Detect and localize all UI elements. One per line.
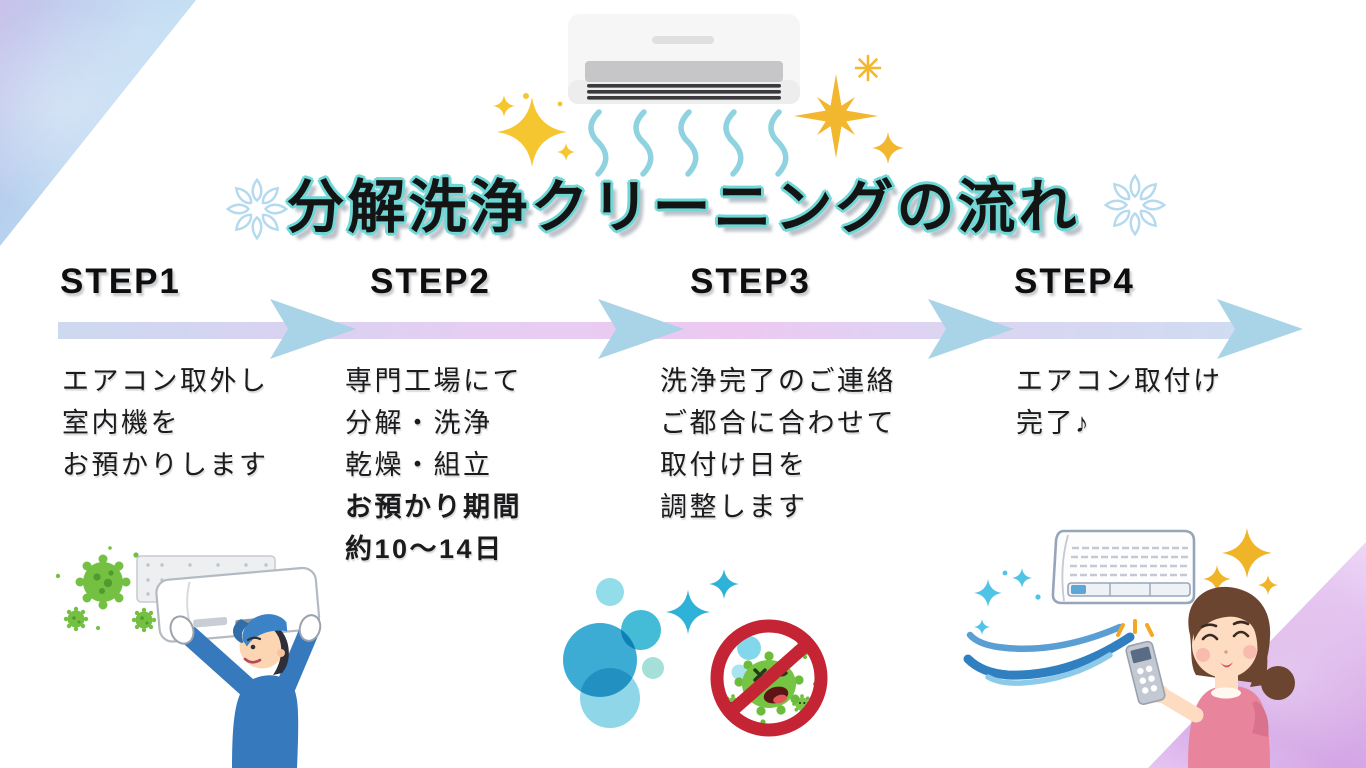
flow-arrow-icon-2 — [598, 299, 684, 359]
step3-line-3: 取付け日を — [660, 450, 808, 480]
step2-line-1: 専門工場にて — [345, 366, 522, 396]
prohibition-bar — [721, 635, 817, 721]
sparkle-yellow-left-icon — [493, 93, 575, 167]
step3-description: 洗浄完了のご連絡 ご都合に合わせて 取付け日を 調整します — [660, 360, 896, 528]
sparkle-yellow-icon — [1203, 528, 1278, 595]
step2-line-2: 分解・洗浄 — [345, 408, 493, 438]
worker-figure — [169, 614, 322, 768]
worker-illustration — [40, 528, 340, 768]
flow-arrow-icon-1 — [270, 299, 356, 359]
step1-line-1: エアコン取外し — [62, 366, 269, 396]
remote-icon — [1125, 640, 1166, 705]
step3-line-4: 調整します — [660, 492, 808, 522]
bubbles-illustration — [552, 550, 852, 768]
germ-icon — [55, 546, 165, 633]
step3-line-1: 洗浄完了のご連絡 — [660, 366, 896, 396]
air-flow-lines — [588, 109, 789, 177]
step4-label: STEP4 — [1014, 262, 1135, 301]
air-conditioner-icon — [493, 14, 904, 177]
ac-unit-icon — [1051, 529, 1196, 605]
flow-arrow-icon-3 — [928, 299, 1014, 359]
emphasis-marks — [1116, 619, 1154, 637]
sparkle-yellow-right-icon — [794, 54, 904, 164]
step1-label: STEP1 — [60, 262, 181, 301]
step2-line-4: お預かり期間 — [345, 492, 522, 522]
step1-line-2: 室内機を — [62, 408, 180, 438]
sparkle-cyan-icon — [974, 568, 1041, 635]
prohibition-ring — [710, 619, 828, 737]
flow-arrow-icon-4 — [1217, 299, 1303, 359]
step3-line-2: ご都合に合わせて — [660, 408, 896, 438]
bubbles-icon — [563, 569, 828, 737]
step2-description: 専門工場にて 分解・洗浄 乾燥・組立 お預かり期間 約10〜14日 — [345, 360, 522, 570]
sparkle-cyan-icon — [666, 569, 739, 634]
clean-ac-scene — [963, 528, 1295, 768]
wind-icon — [963, 623, 1135, 686]
step4-description: エアコン取付け 完了♪ — [1016, 360, 1223, 444]
page-title: 分解洗浄クリーニングの流れ — [286, 175, 1080, 240]
step4-line-1: エアコン取付け — [1016, 366, 1223, 396]
step2-line-5: 約10〜14日 — [345, 534, 504, 564]
snowflake-right-icon — [1103, 173, 1167, 237]
step1-line-3: お預かりします — [62, 450, 269, 480]
top-ac-illustration — [480, 0, 910, 182]
woman-figure — [1116, 586, 1295, 768]
no-germs-sign-icon — [710, 619, 828, 737]
result-illustration — [960, 515, 1366, 768]
worker-removing-ac — [55, 546, 322, 768]
step4-line-2: 完了♪ — [1016, 408, 1091, 438]
step1-description: エアコン取外し 室内機を お預かりします — [62, 360, 269, 486]
step2-line-3: 乾燥・組立 — [345, 450, 493, 480]
snowflake-left-icon — [225, 177, 289, 241]
step2-label: STEP2 — [370, 262, 491, 301]
step3-label: STEP3 — [690, 262, 811, 301]
